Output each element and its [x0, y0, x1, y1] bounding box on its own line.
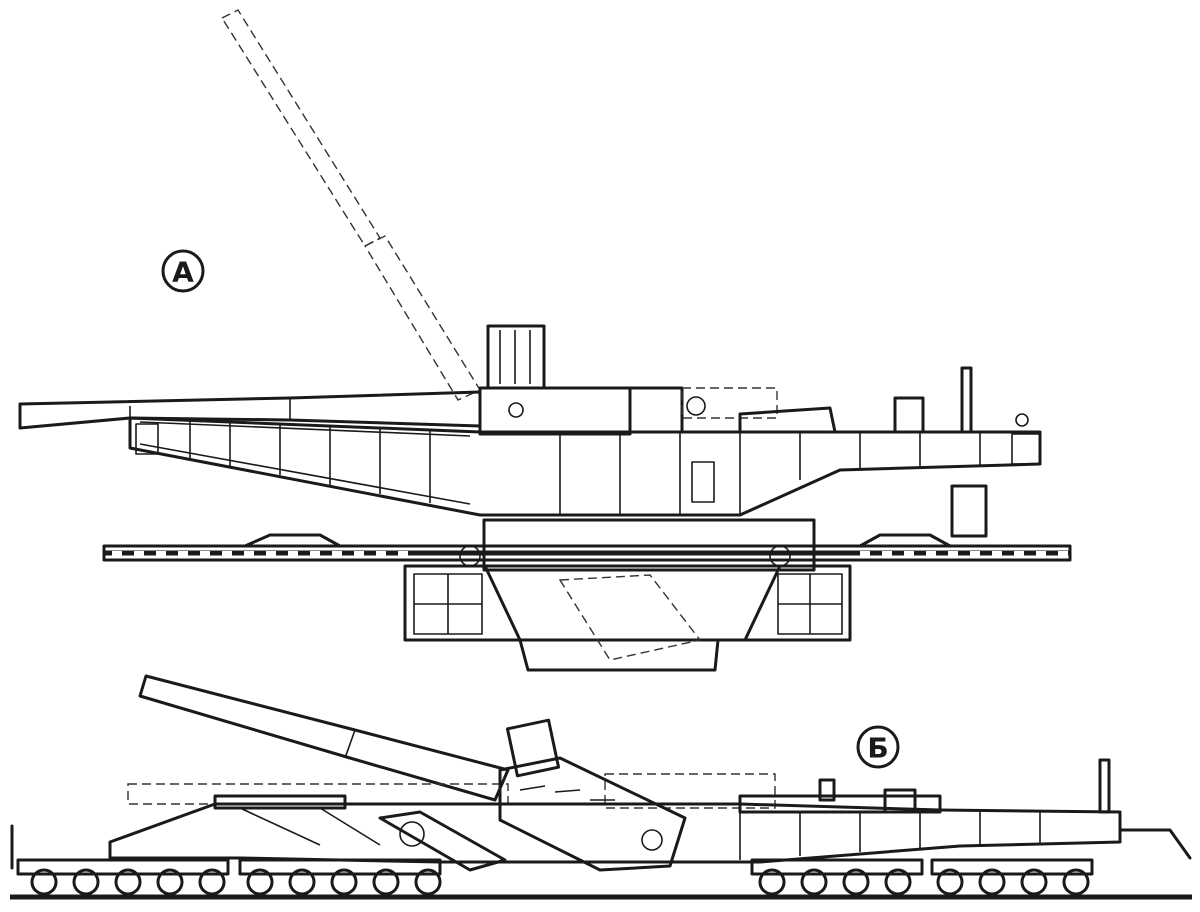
view-b-car-frame: [10, 758, 1192, 870]
view-a-label: А: [161, 249, 205, 293]
platform-bolt-hole: [1058, 551, 1068, 556]
platform-bolt-hole: [970, 551, 980, 556]
view-b-label: Б: [856, 725, 900, 769]
platform-bolt-hole: [904, 551, 914, 556]
view-b-label-text: Б: [867, 732, 888, 765]
view-b-barrel: [138, 674, 510, 802]
platform-bolt-hole: [332, 551, 342, 556]
platform-bolt-hole: [992, 551, 1002, 556]
view-a-deployed-gun: А: [18, 9, 1072, 672]
view-b-travelling-gun: Б: [10, 674, 1192, 900]
platform-bolt-hole: [178, 551, 188, 556]
platform-bolt-hole: [1014, 551, 1024, 556]
view-a-ground-platform: [102, 533, 1072, 562]
platform-bolt-hole: [926, 551, 936, 556]
platform-bolt-hole: [200, 551, 210, 556]
platform-bolt-hole: [244, 551, 254, 556]
platform-bolt-hole: [310, 551, 320, 556]
platform-bolt-hole: [1036, 551, 1046, 556]
view-b-breech-assembly: [378, 718, 687, 872]
platform-bolt-hole: [398, 551, 408, 556]
view-a-barrel: [18, 390, 482, 430]
platform-bolt-hole: [266, 551, 276, 556]
platform-bolt-hole: [134, 551, 144, 556]
view-b-wheels: [30, 868, 1090, 896]
platform-bolt-hole: [156, 551, 166, 556]
platform-bolt-hole: [948, 551, 958, 556]
view-a-label-text: А: [172, 256, 194, 289]
view-a-elevated-barrel-phantom: [220, 9, 482, 401]
platform-bolt-hole: [860, 551, 870, 556]
platform-bolt-hole: [354, 551, 364, 556]
view-a-superstructure: [478, 324, 1029, 436]
view-b-bogies: [16, 858, 1094, 896]
platform-bolt-hole: [222, 551, 232, 556]
platform-bolt-holes: [112, 551, 1068, 556]
platform-bolt-hole: [288, 551, 298, 556]
platform-bolt-hole: [376, 551, 386, 556]
view-a-turntable-foundation: [403, 484, 988, 672]
platform-bolt-hole: [882, 551, 892, 556]
platform-bolt-hole: [112, 551, 122, 556]
